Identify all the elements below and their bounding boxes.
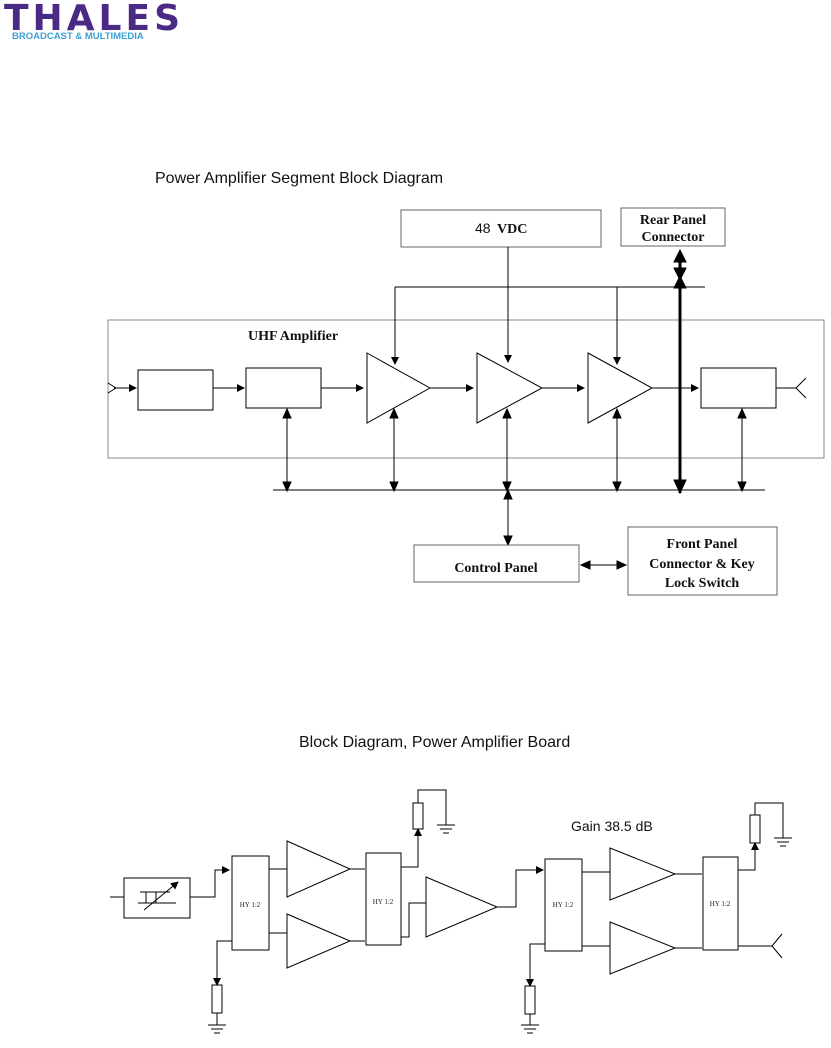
amplifier-stage-1-icon xyxy=(367,353,430,423)
attenuator-block xyxy=(124,878,190,918)
variable-attenuator-icon xyxy=(144,882,178,910)
amplifier-b1-icon xyxy=(610,848,675,900)
diagram2-title: Block Diagram, Power Amplifier Board xyxy=(299,734,570,751)
amplifier-a1-icon xyxy=(287,841,350,897)
uhf-amplifier-label: UHF Amplifier xyxy=(248,329,338,344)
hybrid-4-label: HY 1:2 xyxy=(710,900,731,908)
front-panel-label-line2: Connector & Key xyxy=(649,557,755,572)
logo-subtitle: BROADCAST & MULTIMEDIA xyxy=(12,31,144,42)
hybrid-3-label: HY 1:2 xyxy=(553,901,574,909)
gain-label: Gain 38.5 dB xyxy=(571,818,653,834)
rear-panel-label-line1: Rear Panel xyxy=(640,213,706,228)
load-resistor-4 xyxy=(750,815,760,843)
output-antenna-icon xyxy=(796,378,806,398)
load-resistor-3 xyxy=(525,986,535,1014)
amplifier-a2-icon xyxy=(287,914,350,968)
control-panel-label: Control Panel xyxy=(454,561,537,576)
load-resistor-1 xyxy=(212,985,222,1013)
rear-panel-label-line2: Connector xyxy=(642,230,705,245)
amplifier-stage-3-icon xyxy=(588,353,652,423)
supply-vdc-label: VDC xyxy=(497,222,527,237)
diagram-power-amplifier-segment: Power Amplifier Segment Block Diagram 48… xyxy=(108,170,824,595)
rf-output-icon xyxy=(772,934,782,958)
uhf-block-1 xyxy=(138,370,213,410)
hybrid-2-label: HY 1:2 xyxy=(373,898,394,906)
front-panel-label-line1: Front Panel xyxy=(667,537,738,552)
uhf-block-output xyxy=(701,368,776,408)
hybrid-1-label: HY 1:2 xyxy=(240,901,261,909)
diagram1-title: Power Amplifier Segment Block Diagram xyxy=(155,170,443,187)
front-panel-label-line3: Lock Switch xyxy=(665,576,740,591)
supply-48-label: 48 xyxy=(475,220,491,236)
uhf-amplifier-box xyxy=(108,320,824,458)
thales-logo: THALES BROADCAST & MULTIMEDIA xyxy=(4,0,184,42)
amplifier-b2-icon xyxy=(610,922,675,974)
load-resistor-2 xyxy=(413,803,423,829)
uhf-block-2 xyxy=(246,368,321,408)
amplifier-stage-2-icon xyxy=(477,353,542,423)
driver-amplifier-icon xyxy=(426,877,497,937)
diagram-power-amplifier-board: Block Diagram, Power Amplifier Board Gai… xyxy=(110,734,792,1033)
